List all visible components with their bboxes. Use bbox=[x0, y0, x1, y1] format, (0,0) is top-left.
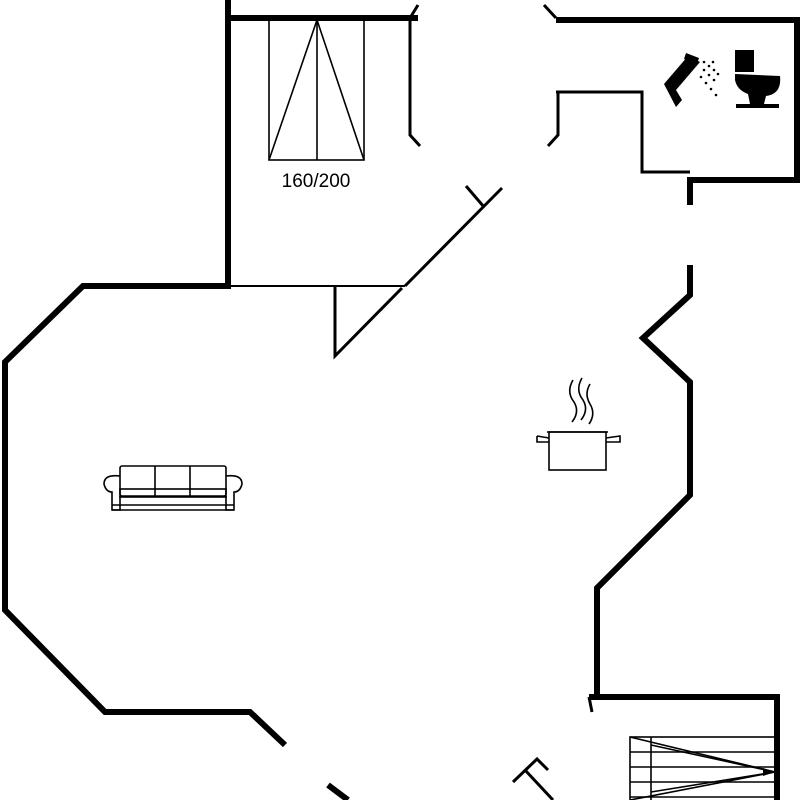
bathroom-east-wall bbox=[687, 18, 800, 205]
diagonal-divider bbox=[403, 186, 504, 288]
bedroom-closet-wall bbox=[408, 4, 422, 148]
bed-size-label: 160/200 bbox=[282, 171, 351, 192]
shower-icon bbox=[664, 53, 720, 107]
living-room-door-swing bbox=[333, 286, 404, 360]
lower-room-wall bbox=[597, 694, 780, 800]
bathroom-door-jamb bbox=[546, 92, 560, 148]
sofa-icon bbox=[103, 465, 243, 511]
staircase-icon bbox=[629, 736, 776, 800]
entrance-door-mark bbox=[511, 756, 555, 800]
cooking-pot-icon bbox=[536, 377, 621, 471]
hall-door-jamb-top bbox=[542, 3, 558, 20]
living-room-outer-wall bbox=[2, 283, 288, 748]
diagonal-door-stop bbox=[464, 185, 486, 208]
entrance-jamb-right bbox=[587, 696, 594, 713]
partitions bbox=[231, 3, 690, 800]
toilet-icon bbox=[735, 50, 781, 108]
entrance-wall-stub bbox=[326, 782, 350, 800]
bathroom-west-wall bbox=[556, 90, 690, 174]
kitchen-east-wall bbox=[589, 265, 693, 700]
double-bed-icon bbox=[268, 17, 365, 161]
